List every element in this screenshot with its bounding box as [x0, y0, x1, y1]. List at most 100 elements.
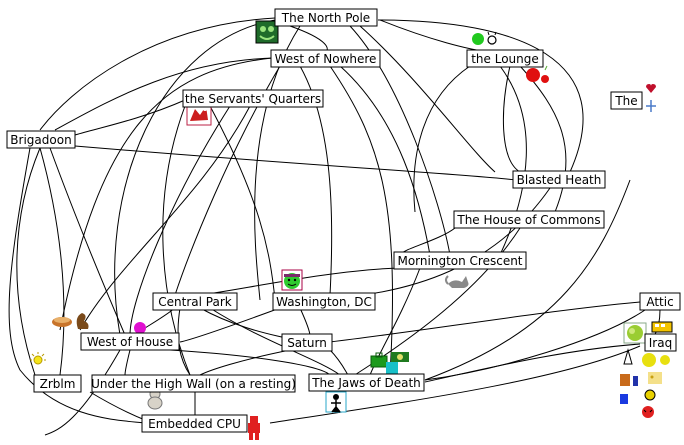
connection: [169, 349, 331, 376]
connection: [289, 187, 551, 301]
connection: [329, 349, 349, 376]
room-node-servants[interactable]: the Servants' Quarters: [182, 89, 324, 108]
room-box: [182, 89, 324, 108]
connection: [39, 147, 65, 376]
room-node-high-wall[interactable]: Under the High Wall (on a resting): [91, 374, 296, 393]
room-label: Iraq: [649, 336, 672, 350]
connection: [74, 145, 516, 181]
room-node-west-house[interactable]: West of House: [80, 332, 180, 351]
bus-icon: [651, 321, 673, 333]
gem-icon: [386, 362, 398, 374]
connection: [424, 179, 631, 381]
room-label: Central Park: [158, 295, 231, 309]
connection: [269, 345, 641, 424]
room-box: [33, 374, 82, 393]
room-label: Zrblm: [40, 377, 76, 391]
room-label: Attic: [646, 295, 673, 309]
connection: [44, 349, 121, 436]
room-node-washington[interactable]: Washington, DC: [272, 292, 376, 311]
connection: [134, 307, 176, 336]
room-box: [610, 91, 643, 110]
room-box: [308, 373, 425, 392]
room-node-brigadoon[interactable]: Brigadoon: [6, 130, 76, 149]
connection: [49, 147, 126, 336]
connection: [39, 17, 276, 131]
room-label: Under the High Wall (on a resting): [91, 377, 296, 391]
room-box: [272, 292, 376, 311]
room-node-zrblm[interactable]: Zrblm: [33, 374, 82, 393]
lightbulb-icon: [30, 352, 46, 365]
connection: [299, 307, 311, 337]
items-cluster-icon: [620, 348, 670, 418]
room-node-west-nowhere[interactable]: West of Nowhere: [270, 49, 381, 68]
connection: [114, 19, 276, 336]
waiter-icon: [325, 391, 347, 413]
room-label: Saturn: [287, 336, 327, 350]
room-box: [639, 292, 681, 311]
connection: [329, 301, 641, 343]
room-box: [91, 374, 296, 393]
room-node-jaws[interactable]: The Jaws of Death: [308, 373, 425, 392]
connection: [54, 57, 276, 131]
room-node-cpu[interactable]: Embedded CPU: [141, 414, 248, 433]
connection: [289, 25, 328, 53]
connection: [369, 267, 421, 376]
room-box: [466, 49, 544, 68]
room-node-iraq[interactable]: Iraq: [644, 333, 677, 352]
room-label: Mornington Crescent: [397, 254, 522, 268]
connection: [199, 307, 286, 339]
room-box: [152, 292, 238, 311]
connection: [349, 25, 451, 256]
connection: [339, 65, 431, 256]
lettuce-icon: [623, 322, 647, 344]
room-label: West of Nowhere: [275, 52, 377, 66]
connection: [519, 65, 567, 213]
room-node-blasted[interactable]: Blasted Heath: [512, 170, 606, 189]
connection: [379, 19, 491, 53]
room-box: [6, 130, 76, 149]
room-box: [453, 210, 605, 229]
connection: [8, 147, 146, 424]
room-label: The Jaws of Death: [311, 376, 421, 390]
room-box: [274, 8, 378, 27]
room-label: Washington, DC: [276, 295, 372, 309]
room-label: The House of Commons: [456, 213, 600, 227]
room-label: the Lounge: [471, 52, 539, 66]
room-box: [281, 333, 333, 352]
connection: [377, 19, 584, 173]
person-icon: [472, 31, 497, 45]
room-node-lounge[interactable]: the Lounge: [466, 49, 544, 68]
room-label: the Servants' Quarters: [185, 92, 321, 106]
room-box: [393, 251, 527, 270]
room-box: [80, 332, 180, 351]
squirrel-icon: [76, 313, 89, 329]
room-label: Blasted Heath: [517, 173, 602, 187]
room-node-commons[interactable]: The House of Commons: [453, 210, 605, 229]
connection: [199, 267, 401, 296]
room-box: [644, 333, 677, 352]
room-label: Brigadoon: [10, 133, 71, 147]
connection: [413, 65, 471, 213]
sparkle-icon: [646, 100, 656, 112]
connection: [129, 105, 231, 336]
room-box: [141, 414, 248, 433]
connection: [199, 349, 291, 376]
connection: [329, 65, 393, 376]
apple-icon: [526, 65, 549, 83]
room-box: [512, 170, 606, 189]
connection: [59, 57, 273, 331]
connection: [124, 349, 131, 376]
room-node-mornington[interactable]: Mornington Crescent: [393, 251, 527, 270]
room-node-central[interactable]: Central Park: [152, 292, 238, 311]
connection: [424, 343, 641, 383]
connection: [74, 99, 186, 136]
room-node-north-pole[interactable]: The North Pole: [274, 8, 378, 27]
room-label: The North Pole: [281, 11, 370, 25]
room-node-attic[interactable]: Attic: [639, 292, 681, 311]
connection: [16, 147, 41, 376]
room-label: West of House: [87, 335, 173, 349]
room-node-the[interactable]: The: [610, 91, 643, 110]
room-node-saturn[interactable]: Saturn: [281, 333, 333, 352]
